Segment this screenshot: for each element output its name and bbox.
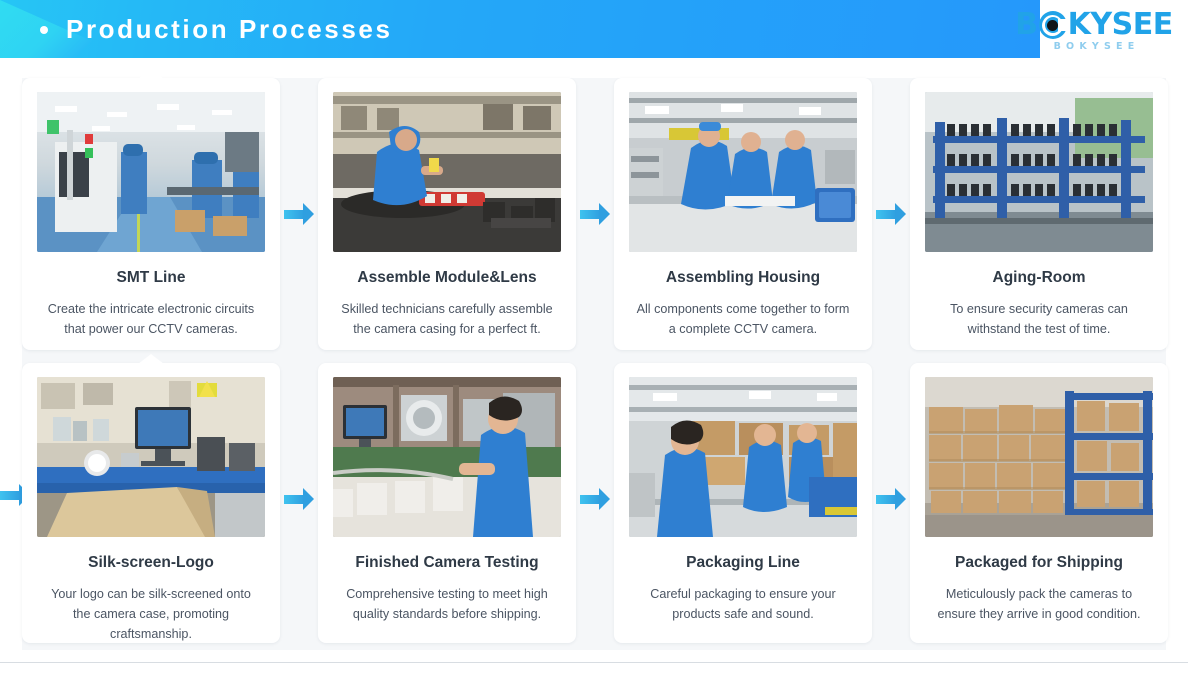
arrow-right-icon bbox=[580, 488, 610, 510]
card-description: All components come together to form a c… bbox=[636, 301, 850, 336]
process-card-5[interactable]: Silk-screen-Logo Your logo can be silk-s… bbox=[22, 354, 280, 643]
header-content: Production Processes bbox=[0, 0, 1040, 58]
process-card-4[interactable]: Aging-Room To ensure security cameras ca… bbox=[910, 78, 1168, 350]
smt-line-photo bbox=[37, 92, 265, 252]
card-title: Assembling Housing bbox=[665, 269, 821, 286]
arrow-right-icon bbox=[284, 203, 314, 225]
assembling-housing-photo bbox=[629, 92, 857, 252]
process-card-2[interactable]: Assemble Module&Lens Skilled technicians… bbox=[318, 78, 576, 350]
arrow-right-icon bbox=[876, 488, 906, 510]
arrow-right-icon bbox=[284, 488, 314, 510]
process-card-1[interactable]: SMT Line Create the intricate electronic… bbox=[22, 69, 280, 350]
card-title: Silk-screen-Logo bbox=[88, 554, 214, 571]
flow-arrow-5 bbox=[576, 363, 614, 635]
card-title: Finished Camera Testing bbox=[355, 554, 539, 571]
page-title: Production Processes bbox=[66, 13, 393, 44]
arrow-right-icon bbox=[580, 203, 610, 225]
card-description: Your logo can be silk-screened onto the … bbox=[51, 586, 251, 642]
flow-arrow-1 bbox=[280, 78, 318, 350]
aging-room-photo bbox=[925, 92, 1153, 252]
card-description: Skilled technicians carefully assemble t… bbox=[341, 301, 553, 336]
process-canvas: SMT Line Create the intricate electronic… bbox=[0, 69, 1168, 650]
process-card-6[interactable]: Finished Camera Testing Comprehensive te… bbox=[318, 363, 576, 643]
assemble-module-lens-photo bbox=[333, 92, 561, 252]
logo-wordmark-before: B bbox=[1015, 7, 1038, 42]
logo-wordmark-after: KYSEE bbox=[1067, 7, 1174, 42]
card-title: Assemble Module&Lens bbox=[357, 269, 537, 286]
page-header: Production Processes bbox=[0, 0, 1040, 58]
bullet-dot-icon bbox=[40, 26, 48, 34]
flow-arrow-3 bbox=[872, 78, 910, 350]
brand-logo[interactable]: B KYSEE BOKYSEE bbox=[1008, 8, 1180, 54]
flow-arrow-2 bbox=[576, 78, 614, 350]
card-description: Meticulously pack the cameras to ensure … bbox=[937, 586, 1141, 621]
logo-wordmark: B KYSEE bbox=[1015, 7, 1174, 42]
process-card-7[interactable]: Packaging Line Careful packaging to ensu… bbox=[614, 363, 872, 643]
silk-screen-logo-photo bbox=[37, 377, 265, 537]
card-title: Aging-Room bbox=[992, 269, 1086, 286]
arrow-right-icon bbox=[876, 203, 906, 225]
logo-subtitle: BOKYSEE bbox=[1053, 41, 1140, 52]
card-title: SMT Line bbox=[116, 269, 186, 286]
flow-arrow-6 bbox=[872, 363, 910, 635]
card-description: Create the intricate electronic circuits… bbox=[47, 301, 255, 336]
finished-camera-testing-photo bbox=[333, 377, 561, 537]
card-description: Comprehensive testing to meet high quali… bbox=[346, 586, 548, 621]
flow-arrow-4 bbox=[280, 363, 318, 635]
camera-eye-lens-icon bbox=[1038, 11, 1068, 39]
packaged-for-shipping-photo bbox=[925, 377, 1153, 537]
process-card-3[interactable]: Assembling Housing All components come t… bbox=[614, 78, 872, 350]
card-pointer-notch bbox=[138, 69, 164, 79]
card-pointer-notch bbox=[138, 354, 164, 364]
packaging-line-photo bbox=[629, 377, 857, 537]
card-description: To ensure security cameras can withstand… bbox=[950, 301, 1128, 336]
card-title: Packaged for Shipping bbox=[955, 554, 1123, 571]
card-description: Careful packaging to ensure your product… bbox=[650, 586, 836, 621]
card-title: Packaging Line bbox=[686, 554, 800, 571]
process-row-1: SMT Line Create the intricate electronic… bbox=[22, 69, 1168, 350]
footer-divider bbox=[0, 662, 1188, 663]
process-card-8[interactable]: Packaged for Shipping Meticulously pack … bbox=[910, 363, 1168, 643]
process-row-2: Silk-screen-Logo Your logo can be silk-s… bbox=[0, 354, 1168, 643]
